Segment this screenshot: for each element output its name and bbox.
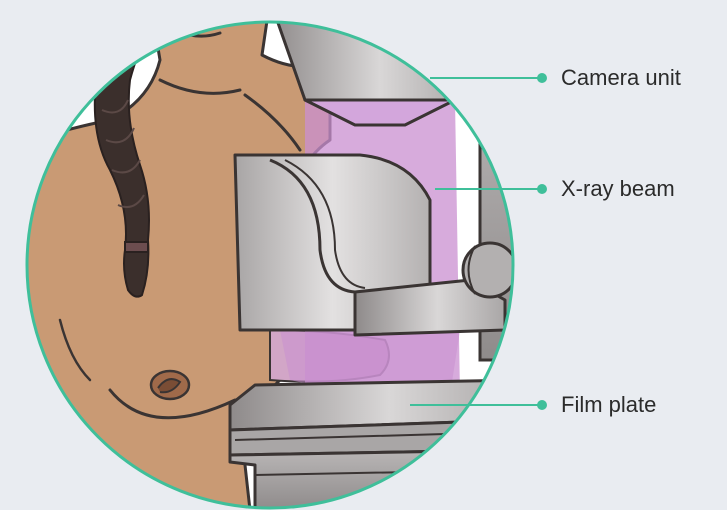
label-camera-unit: Camera unit xyxy=(561,67,681,89)
camera-unit-housing xyxy=(270,0,470,100)
leader-film-plate-dot xyxy=(537,400,547,410)
adjust-knob-icon xyxy=(463,243,517,297)
braid-tie xyxy=(125,242,148,252)
leader-xray-beam-dot xyxy=(537,184,547,194)
film-plate-base xyxy=(230,450,520,510)
label-film-plate: Film plate xyxy=(561,394,656,416)
label-xray-beam: X-ray beam xyxy=(561,178,675,200)
leader-camera-unit-dot xyxy=(537,73,547,83)
